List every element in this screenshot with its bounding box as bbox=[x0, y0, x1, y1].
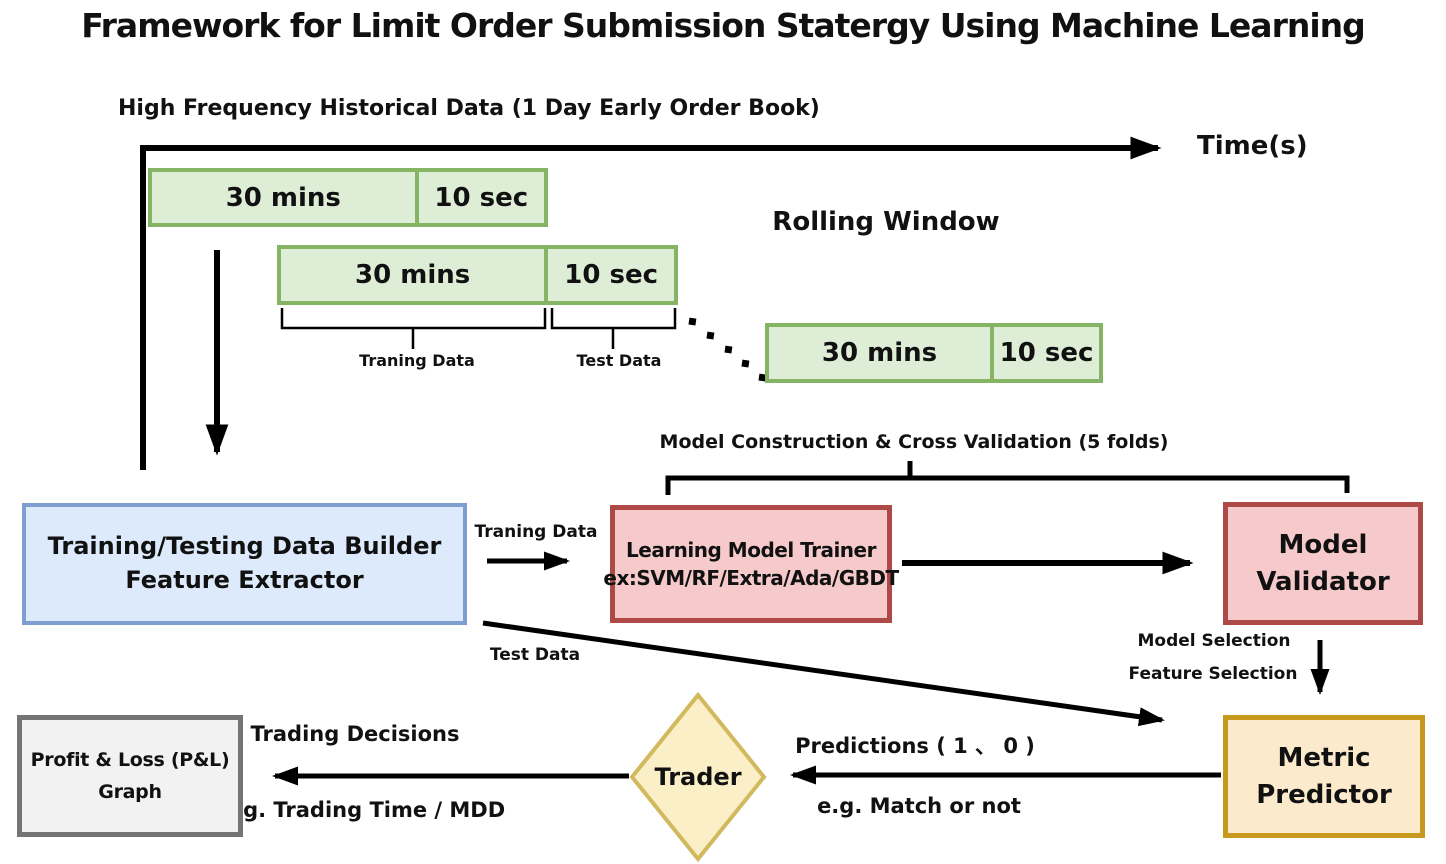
data-builder-line1: Training/Testing Data Builder bbox=[47, 532, 442, 561]
trader-label: Trader bbox=[654, 763, 742, 791]
timeline-arrow bbox=[140, 136, 1162, 470]
window-2-train-segment: 30 mins bbox=[355, 260, 471, 290]
training-bracket bbox=[280, 308, 547, 349]
rolling-window-label: Rolling Window bbox=[772, 207, 1000, 237]
window-3-test-segment: 10 sec bbox=[990, 327, 1099, 379]
pnl-line2: Graph bbox=[98, 781, 162, 803]
window-box-2: 30 mins 10 sec bbox=[277, 245, 678, 305]
test-data-arrow bbox=[482, 620, 1165, 727]
model-validator-line2: Validator bbox=[1256, 566, 1390, 597]
page-title: Framework for Limit Order Submission Sta… bbox=[81, 6, 1366, 45]
window-2-test-segment: 10 sec bbox=[544, 249, 674, 301]
pnl-graph-node: Profit & Loss (P&L) Graph bbox=[17, 715, 243, 837]
model-trainer-line1: Learning Model Trainer bbox=[626, 538, 876, 562]
match-or-not-label: e.g. Match or not bbox=[817, 794, 1021, 818]
window-1-train-segment: 30 mins bbox=[225, 182, 341, 213]
window-box-1: 30 mins 10 sec bbox=[148, 168, 548, 227]
metric-predictor-line2: Predictor bbox=[1256, 779, 1392, 810]
traning-data-bracket-label: Traning Data bbox=[359, 351, 475, 370]
time-axis-label: Time(s) bbox=[1197, 131, 1308, 161]
cross-validation-bracket bbox=[665, 461, 1350, 495]
window-box-3: 30 mins 10 sec bbox=[765, 323, 1103, 383]
rolling-dots bbox=[688, 317, 767, 382]
model-validator-node: Model Validator bbox=[1223, 502, 1423, 625]
test-data-bracket-label: Test Data bbox=[576, 351, 662, 370]
training-data-arrow-label: Traning Data bbox=[474, 522, 598, 542]
model-selection-label: Model Selection bbox=[1137, 631, 1291, 651]
model-trainer-node: Learning Model Trainer ex:SVM/RF/Extra/A… bbox=[603, 505, 899, 623]
predictions-label: Predictions ( 1 、 0 ) bbox=[795, 734, 1035, 758]
metric-predictor-line1: Metric bbox=[1277, 743, 1371, 774]
model-construction-label: Model Construction & Cross Validation (5… bbox=[659, 431, 1169, 453]
trading-time-mdd-label: e.g. Trading Time / MDD bbox=[220, 798, 506, 822]
trader-node: Trader bbox=[629, 691, 767, 863]
metric-predictor-node: Metric Predictor bbox=[1223, 715, 1425, 838]
historical-data-label: High Frequency Historical Data (1 Day Ea… bbox=[118, 96, 820, 121]
trader-diamond bbox=[629, 691, 767, 863]
feature-selection-label: Feature Selection bbox=[1128, 664, 1298, 684]
trading-decisions-label: Trading Decisions bbox=[250, 722, 460, 746]
pnl-line1: Profit & Loss (P&L) bbox=[30, 748, 230, 771]
window-3-train-segment: 30 mins bbox=[821, 338, 938, 368]
data-builder-line2: Feature Extractor bbox=[125, 566, 364, 594]
test-bracket bbox=[550, 308, 677, 349]
model-validator-line1: Model bbox=[1278, 530, 1368, 561]
model-trainer-line2: ex:SVM/RF/Extra/Ada/GBDT bbox=[603, 566, 899, 590]
window-1-test-segment: 10 sec bbox=[414, 172, 544, 223]
test-data-arrow-label: Test Data bbox=[489, 645, 581, 665]
data-builder-node: Training/Testing Data Builder Feature Ex… bbox=[22, 503, 467, 625]
